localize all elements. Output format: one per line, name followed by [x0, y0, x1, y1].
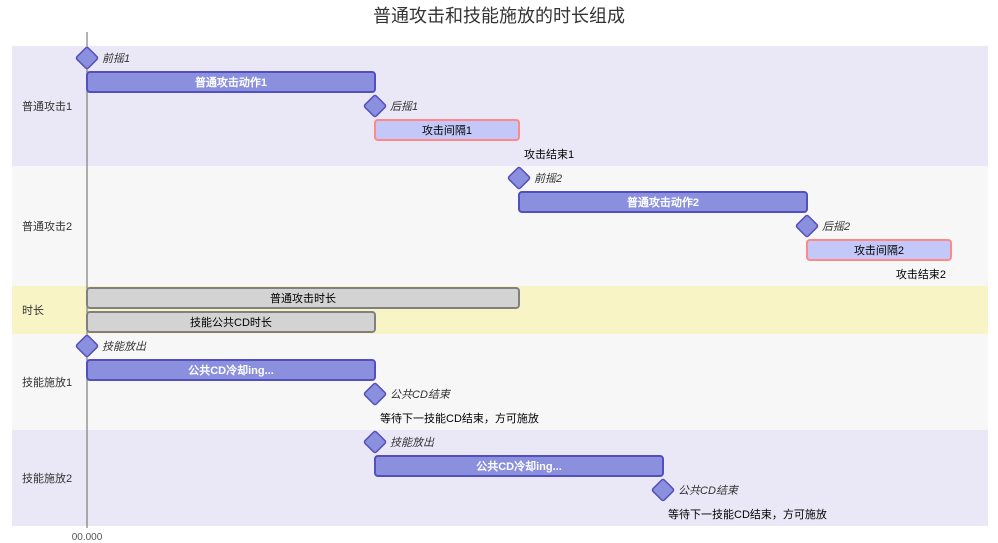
task-label: 攻击间隔2 [854, 243, 904, 257]
section-band [12, 430, 988, 526]
task-bar [86, 287, 520, 309]
task-label: 技能公共CD时长 [190, 315, 272, 329]
section-label: 时长 [22, 304, 44, 317]
section-band [12, 166, 988, 286]
section-label: 普通攻击1 [22, 99, 72, 113]
task-label: 公共CD冷却ing... [188, 363, 274, 377]
milestone-label: 技能放出 [390, 436, 435, 449]
task-label: 攻击间隔1 [422, 123, 472, 137]
task-bar [374, 455, 664, 477]
task-bar [86, 311, 376, 333]
task-bar [806, 239, 952, 261]
milestone-diamond [363, 382, 387, 406]
milestone-diamond [795, 214, 819, 238]
section-label: 技能施放1 [22, 375, 72, 389]
task-label: 普通攻击动作1 [195, 75, 267, 89]
milestone-label: 后摇1 [390, 100, 418, 113]
section-band [12, 334, 988, 430]
task-label: 普通攻击动作2 [627, 195, 699, 209]
task-bar [518, 191, 808, 213]
section-band [12, 46, 988, 166]
task-bar [374, 119, 520, 141]
milestone-diamond [75, 334, 99, 358]
section-label: 技能施放2 [22, 471, 72, 485]
task-label: 攻击结束1 [524, 147, 574, 161]
task-label: 公共CD冷却ing... [476, 459, 562, 473]
task-bar [86, 359, 376, 381]
section-label: 普通攻击2 [22, 219, 72, 233]
task-label: 等待下一技能CD结束，方可施放 [668, 507, 827, 521]
milestone-label: 前摇1 [102, 52, 130, 65]
milestone-label: 技能放出 [102, 340, 147, 353]
milestone-diamond [363, 94, 387, 118]
task-bar [86, 71, 376, 93]
milestone-label: 公共CD结束 [678, 484, 740, 497]
milestone-label: 公共CD结束 [390, 388, 452, 401]
milestone-label: 前摇2 [534, 172, 562, 185]
milestone-diamond [75, 46, 99, 70]
chart-title: 普通攻击和技能施放的时长组成 [373, 6, 625, 26]
x-tick-label: 00.000 [72, 532, 103, 543]
milestone-diamond [363, 430, 387, 454]
milestone-diamond [507, 166, 531, 190]
milestone-diamond [651, 478, 675, 502]
task-label: 攻击结束2 [896, 267, 946, 281]
task-label: 普通攻击时长 [270, 291, 336, 305]
milestone-label: 后摇2 [822, 220, 850, 233]
task-label: 等待下一技能CD结束，方可施放 [380, 411, 539, 425]
